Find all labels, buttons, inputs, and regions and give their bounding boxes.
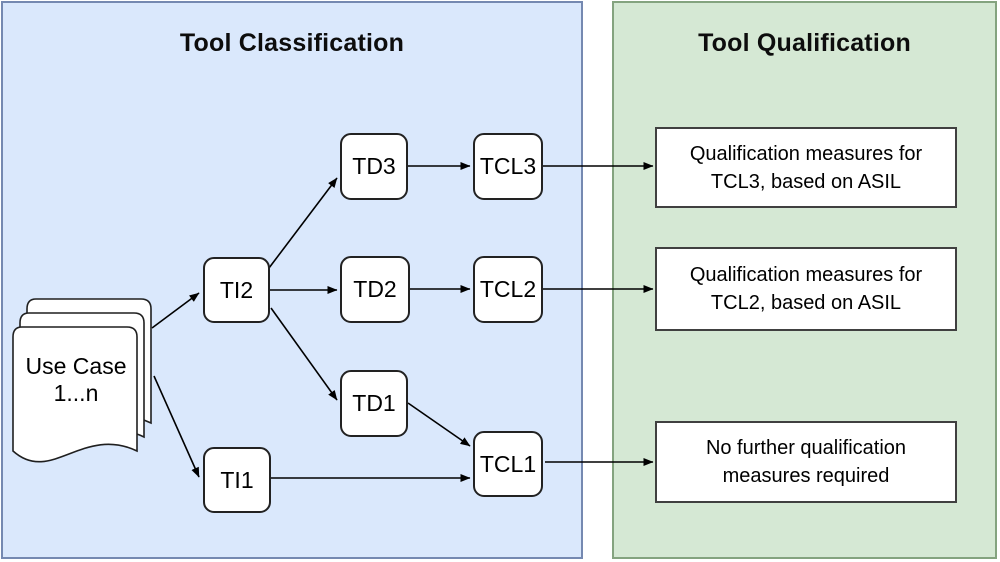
node-tcl2-label: TCL2 bbox=[479, 276, 537, 302]
qualification-box-tcl2: Qualification measures for TCL2, based o… bbox=[655, 247, 957, 331]
node-td1-label: TD1 bbox=[352, 390, 396, 416]
node-ti2-label: TI2 bbox=[219, 276, 254, 303]
node-ti1-label: TI1 bbox=[220, 466, 254, 493]
use-case-document-stack bbox=[12, 297, 154, 471]
node-ti2: TI2 bbox=[203, 257, 270, 323]
qualification-box-no-measures-line2: measures required bbox=[722, 465, 890, 487]
use-case-label: Use Case 1...n bbox=[14, 353, 138, 407]
node-ti1: TI1 bbox=[203, 447, 271, 513]
qualification-box-no-measures: No further qualification measures requir… bbox=[655, 421, 957, 503]
node-tcl1: TCL1 bbox=[473, 431, 543, 497]
node-td3-label: TD3 bbox=[352, 153, 396, 179]
qualification-box-tcl3-line2: TCL3, based on ASIL bbox=[710, 170, 902, 193]
qualification-box-tcl2-line2: TCL2, based on ASIL bbox=[710, 292, 902, 314]
qualification-box-tcl2-line1: Qualification measures for bbox=[689, 264, 923, 286]
panel-title-classification: Tool Classification bbox=[179, 29, 405, 57]
node-tcl1-label: TCL1 bbox=[479, 450, 537, 477]
node-td3: TD3 bbox=[340, 133, 408, 200]
node-td2-label: TD2 bbox=[353, 276, 397, 302]
use-case-label-line1: Use Case bbox=[25, 353, 127, 379]
use-case-label-line2: 1...n bbox=[53, 380, 99, 406]
node-tcl3-label: TCL3 bbox=[479, 153, 537, 179]
qualification-box-no-measures-line1: No further qualification bbox=[705, 437, 907, 459]
node-td1: TD1 bbox=[340, 370, 408, 437]
node-tcl3: TCL3 bbox=[473, 133, 543, 200]
qualification-box-tcl3: Qualification measures for TCL3, based o… bbox=[655, 127, 957, 208]
node-tcl2: TCL2 bbox=[473, 256, 543, 323]
panel-title-qualification: Tool Qualification bbox=[698, 29, 911, 57]
qualification-box-tcl3-line1: Qualification measures for bbox=[689, 142, 923, 165]
node-td2: TD2 bbox=[340, 256, 410, 323]
document-page-front bbox=[12, 326, 138, 463]
